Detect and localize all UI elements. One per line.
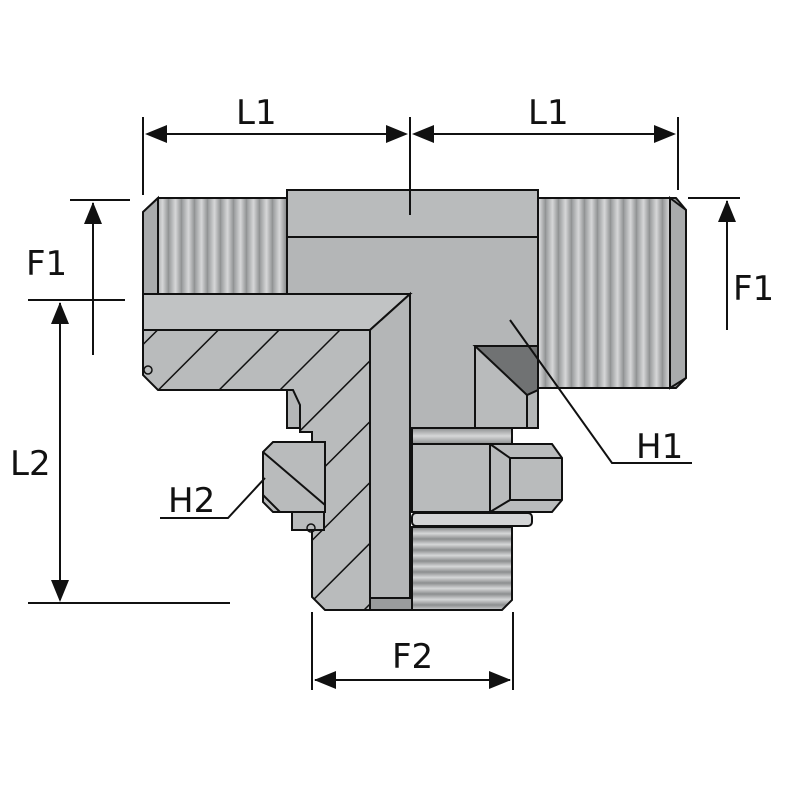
- bottom-thread: [411, 526, 513, 611]
- label-l1-left: L1: [236, 93, 277, 133]
- h2-hex-plug: [262, 441, 326, 533]
- right-thread: [537, 196, 687, 390]
- label-l2: L2: [10, 444, 51, 484]
- hex-nut: [411, 427, 563, 527]
- label-f1-left: F1: [26, 244, 67, 284]
- o-ring-mark: [143, 365, 153, 375]
- label-f2: F2: [392, 637, 433, 677]
- dimension-lines: [28, 117, 740, 690]
- label-f1-right: F1: [733, 269, 774, 309]
- label-h2: H2: [168, 481, 215, 521]
- label-h1: H1: [636, 427, 683, 467]
- left-thread: [142, 195, 288, 299]
- section-view: [142, 291, 413, 611]
- label-l1-right: L1: [528, 93, 569, 133]
